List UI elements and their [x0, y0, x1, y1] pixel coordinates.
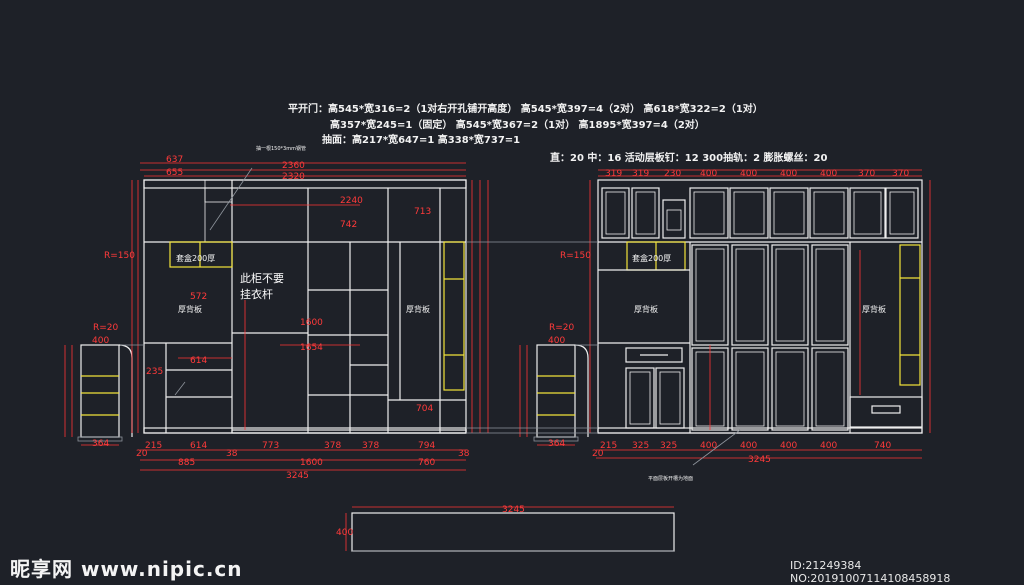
- lbot-614: 614: [190, 441, 207, 451]
- rtop-319a: 319: [605, 169, 622, 179]
- ldim-1600: 1600: [300, 318, 323, 328]
- ldim-704: 704: [416, 404, 433, 414]
- rtop-370a: 370: [858, 169, 875, 179]
- ldim-2240: 2240: [340, 196, 363, 206]
- ldim-655: 655: [166, 168, 183, 178]
- lbot-215: 215: [145, 441, 162, 451]
- rbot-400a: 400: [700, 441, 717, 451]
- right-elevation: [533, 179, 923, 442]
- back-panel-right-a: 厚背板: [634, 304, 658, 314]
- rbot-325a: 325: [632, 441, 649, 451]
- lbot-20: 20: [136, 449, 148, 459]
- rtop-400d: 400: [820, 169, 837, 179]
- lbot-38b: 38: [458, 449, 470, 459]
- right-dim-lines: [519, 169, 931, 459]
- lbot-1600: 1600: [300, 458, 323, 468]
- note-line-2: 高357*宽245=1（固定） 高545*宽367=2（1对） 高1895*宽3…: [330, 120, 705, 131]
- rbot-215: 215: [600, 441, 617, 451]
- back-panel-right-b: 厚背板: [862, 304, 886, 314]
- ldim-637: 637: [166, 155, 183, 165]
- plan-width: 3245: [502, 505, 525, 515]
- r20-left: R=20: [93, 323, 119, 333]
- rtop-400a: 400: [700, 169, 717, 179]
- r20-right: R=20: [549, 323, 575, 333]
- rside-364: 364: [548, 439, 565, 449]
- rtop-370b: 370: [892, 169, 909, 179]
- lbot-885: 885: [178, 458, 195, 468]
- rtop-400b: 400: [740, 169, 757, 179]
- left-elevation: [77, 179, 467, 442]
- lbot-773: 773: [262, 441, 279, 451]
- rtop-319b: 319: [632, 169, 649, 179]
- ldim-235: 235: [146, 367, 163, 377]
- back-panel-left: 厚背板: [178, 304, 202, 314]
- r150-left: R=150: [104, 251, 135, 261]
- left-dim-lines: [64, 162, 489, 471]
- note-line-1: 平开门：高545*宽316=2（1对右开孔铺开高度） 高545*宽397=4（2…: [288, 104, 763, 115]
- box200-right: 套盒200厚: [632, 253, 671, 263]
- rbot-400c: 400: [780, 441, 797, 451]
- projection-lines: [120, 167, 741, 466]
- ldim-713: 713: [414, 207, 431, 217]
- upper-door-row: [689, 187, 919, 239]
- rbot-20: 20: [592, 449, 604, 459]
- box200-left: 套盒200厚: [176, 253, 215, 263]
- right-note: 平面层板开槽为地面: [648, 475, 693, 482]
- label-no-hang-2: 挂衣杆: [240, 287, 273, 301]
- back-panel-left-b: 厚背板: [406, 304, 430, 314]
- rbot-400d: 400: [820, 441, 837, 451]
- watermark-id: ID:21249384 NO:20191007114108458918: [790, 559, 951, 585]
- lbot-760: 760: [418, 458, 435, 468]
- rtop-400c: 400: [780, 169, 797, 179]
- rtop-230: 230: [664, 169, 681, 179]
- note-line-4: 直：20 中：16 活动层板钉：12 300抽轨：2 膨胀螺丝：20: [550, 153, 828, 164]
- lbot-3245: 3245: [286, 471, 309, 481]
- watermark-logo: 昵享网 www.nipic.cn: [10, 557, 243, 581]
- lbot-378a: 378: [324, 441, 341, 451]
- r150-right: R=150: [560, 251, 591, 261]
- top-plan: [345, 506, 675, 552]
- lbot-38a: 38: [226, 449, 238, 459]
- ldim-1654: 1654: [300, 343, 323, 353]
- lside-364: 364: [92, 439, 109, 449]
- rside-400: 400: [548, 336, 565, 346]
- plan-depth: 400: [336, 528, 353, 538]
- tall-door-row: [691, 244, 849, 431]
- rbot-740: 740: [874, 441, 891, 451]
- rbot-325b: 325: [660, 441, 677, 451]
- lbot-794: 794: [418, 441, 435, 451]
- ldim-614: 614: [190, 356, 207, 366]
- rbot-3245: 3245: [748, 455, 771, 465]
- lside-400: 400: [92, 336, 109, 346]
- ldim-2320: 2320: [282, 172, 305, 182]
- label-no-hang: 此柜不要: [240, 272, 284, 285]
- ldim-572: 572: [190, 292, 207, 302]
- note-line-3: 抽面：高217*宽647=1 高338*宽737=1: [322, 135, 521, 146]
- rbot-400b: 400: [740, 441, 757, 451]
- ldim-742: 742: [340, 220, 357, 230]
- small-note-left: 抽一根150*3mm钢管: [256, 145, 306, 152]
- lbot-378b: 378: [362, 441, 379, 451]
- ldim-2360: 2360: [282, 161, 305, 171]
